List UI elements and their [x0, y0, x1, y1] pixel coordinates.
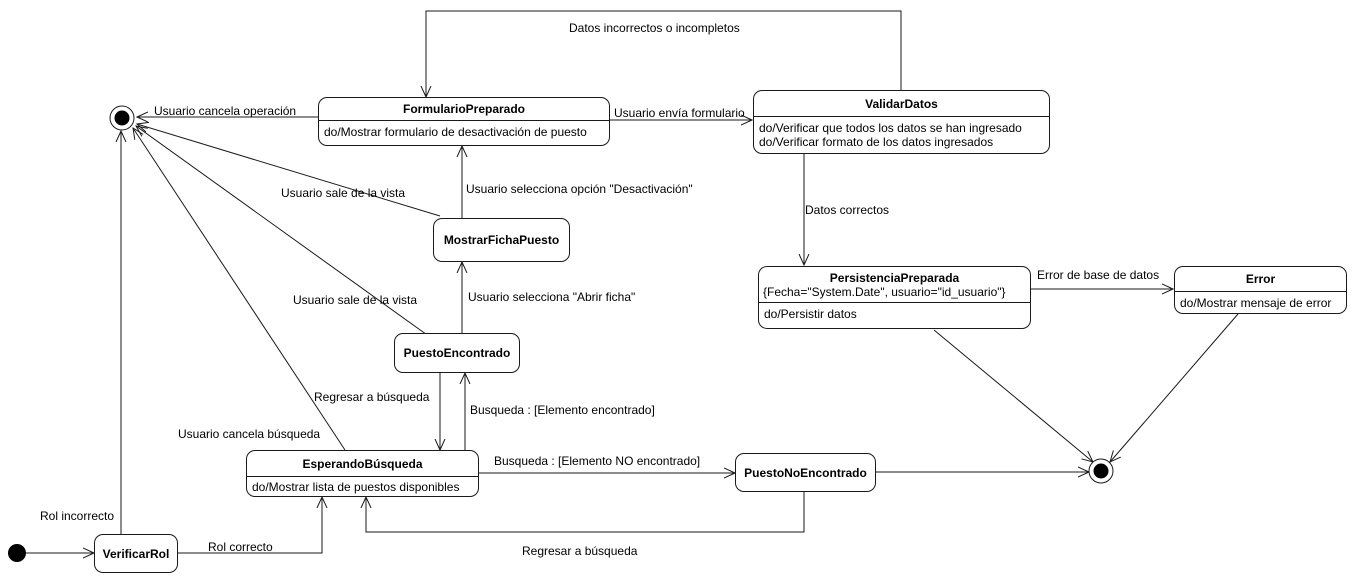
- final-node-right: [1088, 458, 1114, 484]
- label-cancela-operacion: Usuario cancela operación: [154, 104, 297, 118]
- state-header: PersistenciaPreparada {Fecha="System.Dat…: [759, 267, 1030, 303]
- state-name: FormularioPreparado: [319, 98, 609, 121]
- label-selecciona-abrir: Usuario selecciona "Abrir ficha": [468, 290, 636, 304]
- transition-rol-correcto: [178, 497, 322, 554]
- state-activity: do/Persistir datos: [764, 307, 857, 321]
- state-mostrar-ficha-puesto[interactable]: MostrarFichaPuesto: [433, 218, 570, 262]
- transition-regresar-busqueda-2: [366, 492, 805, 533]
- initial-node: [8, 544, 26, 562]
- label-busqueda-encontrado: Busqueda : [Elemento encontrado]: [470, 403, 655, 417]
- state-name: PuestoNoEncontrado: [744, 465, 867, 480]
- transition-cancela-busqueda: [133, 128, 346, 451]
- label-datos-incorrectos: Datos incorrectos o incompletos: [569, 21, 740, 35]
- transition-error-final: [1110, 313, 1239, 462]
- state-puesto-encontrado[interactable]: PuestoEncontrado: [394, 333, 520, 373]
- transition-datos-incorrectos: [426, 10, 902, 97]
- state-validar-datos[interactable]: ValidarDatos do/Verificar que todos los …: [753, 90, 1050, 154]
- label-error-base-datos: Error de base de datos: [1037, 268, 1160, 282]
- state-activity: do/Mostrar formulario de desactivación d…: [324, 125, 587, 139]
- label-envia-formulario: Usuario envía formulario: [614, 106, 745, 120]
- label-rol-incorrecto: Rol incorrecto: [40, 509, 115, 523]
- state-name: PuestoEncontrado: [403, 346, 511, 360]
- label-datos-correctos: Datos correctos: [805, 203, 890, 217]
- state-name: Error: [1175, 267, 1346, 292]
- label-regresar-busqueda-1: Regresar a búsqueda: [314, 390, 430, 404]
- state-name: PersistenciaPreparada: [829, 271, 960, 285]
- state-persistencia-preparada[interactable]: PersistenciaPreparada {Fecha="System.Dat…: [758, 266, 1031, 329]
- label-sale-vista-2: Usuario sale de la vista: [293, 293, 418, 307]
- label-selecciona-desactivacion: Usuario selecciona opción "Desactivación…: [466, 182, 693, 196]
- state-esperando-busqueda[interactable]: EsperandoBúsqueda do/Mostrar lista de pu…: [246, 450, 479, 497]
- state-name: MostrarFichaPuesto: [443, 233, 560, 247]
- state-error[interactable]: Error do/Mostrar mensaje de error: [1174, 266, 1347, 314]
- transition-persistencia-final: [933, 329, 1093, 462]
- state-verificar-rol[interactable]: VerificarRol: [94, 534, 178, 573]
- label-sale-vista-1: Usuario sale de la vista: [281, 186, 406, 200]
- state-name: EsperandoBúsqueda: [247, 451, 478, 477]
- state-name: ValidarDatos: [754, 91, 1049, 117]
- transition-sale-vista-1: [137, 124, 441, 217]
- transition-sale-vista-2: [136, 126, 431, 338]
- state-activity: do/Verificar que todos los datos se han …: [759, 121, 1022, 135]
- state-activity: do/Mostrar mensaje de error: [1180, 296, 1332, 310]
- state-activity-list: do/Verificar que todos los datos se han …: [754, 117, 1049, 152]
- state-activity: do/Verificar formato de los datos ingres…: [759, 135, 994, 149]
- state-activity: do/Mostrar lista de puestos disponibles: [252, 480, 460, 494]
- state-name: VerificarRol: [102, 546, 170, 561]
- label-rol-correcto: Rol correcto: [208, 540, 273, 554]
- state-constraint: {Fecha="System.Date", usuario="id_usuari…: [763, 285, 1006, 299]
- label-busqueda-no-encontrado: Busqueda : [Elemento NO encontrado]: [494, 454, 701, 468]
- state-formulario-preparado[interactable]: FormularioPreparado do/Mostrar formulari…: [318, 97, 610, 146]
- final-node-left: [109, 105, 135, 131]
- label-regresar-busqueda-2: Regresar a búsqueda: [522, 544, 638, 558]
- label-cancela-busqueda: Usuario cancela búsqueda: [178, 427, 321, 441]
- state-puesto-no-encontrado[interactable]: PuestoNoEncontrado: [735, 453, 876, 492]
